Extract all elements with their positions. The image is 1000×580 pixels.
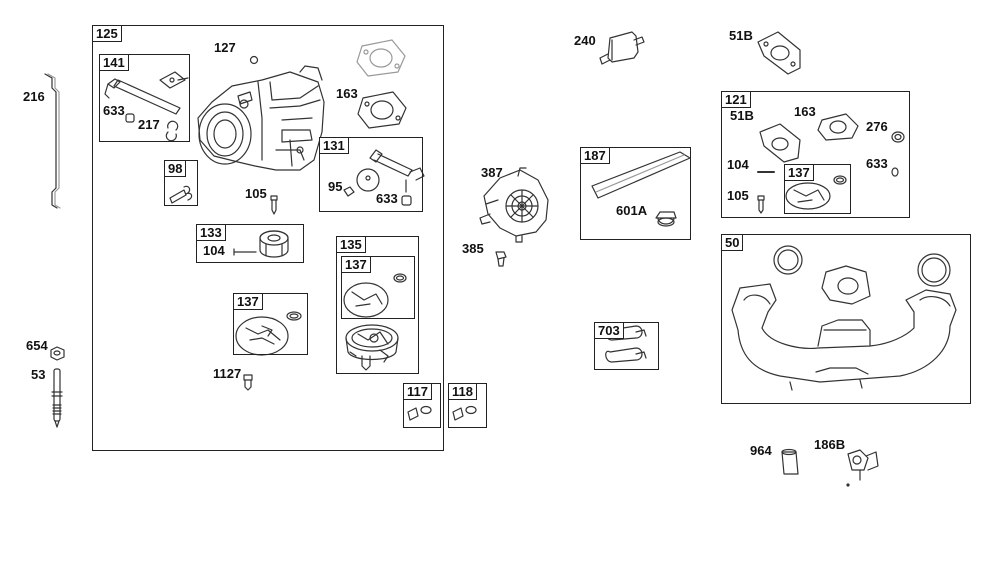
box-98-tag: 98: [164, 160, 187, 177]
sensor-186B-drawing: [847, 450, 878, 486]
throttle-shaft-131-drawing: [344, 150, 424, 205]
carburetor-body-drawing: [198, 66, 324, 170]
label-163: 163: [336, 86, 358, 101]
label-51B: 51B: [729, 28, 753, 43]
box-121: 121: [721, 91, 910, 218]
bushing-133-drawing: [234, 231, 288, 257]
nut-654-drawing: [51, 347, 64, 360]
label-601A: 601A: [616, 203, 648, 218]
screw-385-drawing: [496, 252, 506, 266]
box-141: 141: [99, 54, 190, 142]
gasket-163-drawing: [358, 92, 406, 128]
gasket-51B-top-drawing: [758, 32, 800, 74]
box-187-tag: 187: [580, 147, 610, 164]
box-137-in-135: 137: [341, 256, 415, 319]
label-387: 387: [481, 165, 503, 180]
label-633-in-141: 633: [103, 103, 125, 118]
screw-1127-drawing: [244, 375, 252, 390]
box-135: 135: [336, 236, 419, 374]
gasket-kit-121-drawing: [758, 114, 904, 213]
box-703: 703: [594, 322, 659, 370]
label-127: 127: [214, 40, 236, 55]
sleeve-964-drawing: [782, 450, 798, 475]
spring-98-drawing: [170, 186, 192, 203]
box-137-in-125: 137: [233, 293, 308, 355]
screw-105-drawing: [271, 196, 277, 214]
box-703-tag: 703: [594, 322, 624, 339]
fuel-pump-387-drawing: [480, 168, 548, 242]
label-105-in-121: 105: [727, 188, 749, 203]
label-240: 240: [574, 33, 596, 48]
box-137-in-121-tag: 137: [784, 164, 814, 181]
label-51B-in-121: 51B: [730, 108, 754, 123]
box-50-tag: 50: [721, 234, 744, 251]
exhaust-manifold-50-drawing: [732, 246, 956, 390]
box-117: 117: [403, 383, 441, 428]
label-217: 217: [138, 117, 160, 132]
box-137-in-125-tag: 137: [233, 293, 263, 310]
box-118-tag: 118: [448, 383, 477, 400]
label-105: 105: [245, 186, 267, 201]
gasket-125-top-drawing: [357, 40, 405, 76]
oring-127-drawing: [251, 57, 258, 64]
box-117-tag: 117: [403, 383, 432, 400]
box-121-tag: 121: [721, 91, 751, 108]
box-135-tag: 135: [336, 236, 366, 253]
fuel-filter-240-drawing: [600, 32, 644, 64]
label-654: 654: [26, 338, 48, 353]
box-118: 118: [448, 383, 487, 428]
jet-117-drawing: [408, 407, 431, 421]
label-633-in-121: 633: [866, 156, 888, 171]
box-137-in-121: 137: [784, 164, 851, 214]
gasket-kit-137b-drawing: [344, 274, 406, 317]
label-95: 95: [328, 179, 343, 194]
box-131-tag: 131: [319, 137, 349, 154]
label-276: 276: [866, 119, 888, 134]
box-131: 131: [319, 137, 423, 212]
box-50: 50: [721, 234, 971, 404]
clamp-601A-drawing: [656, 212, 676, 226]
label-53: 53: [31, 367, 46, 382]
float-bowl-135-drawing: [346, 325, 398, 370]
label-633-in-131: 633: [376, 191, 398, 206]
label-216: 216: [23, 89, 45, 104]
box-125-tag: 125: [92, 25, 122, 42]
label-163-in-121: 163: [794, 104, 816, 119]
gasket-kit-137c-drawing: [786, 176, 846, 209]
box-125: 125: [92, 25, 444, 451]
box-98: 98: [164, 160, 198, 206]
box-133: 133: [196, 224, 304, 263]
box-133-tag: 133: [196, 224, 226, 241]
stud-53-drawing: [52, 369, 62, 427]
gasket-kit-137a-drawing: [236, 312, 301, 355]
label-385: 385: [462, 241, 484, 256]
label-186B: 186B: [814, 437, 846, 452]
jet-118-drawing: [453, 407, 476, 421]
label-964: 964: [750, 443, 772, 458]
label-104-in-133: 104: [203, 243, 225, 258]
label-1127: 1127: [213, 366, 242, 381]
choke-shaft-141-drawing: [105, 72, 188, 141]
label-104-in-121: 104: [727, 157, 749, 172]
box-187: 187: [580, 147, 691, 240]
box-137-in-135-tag: 137: [341, 256, 371, 273]
rod-216-drawing: [45, 74, 60, 208]
box-141-tag: 141: [99, 54, 129, 71]
